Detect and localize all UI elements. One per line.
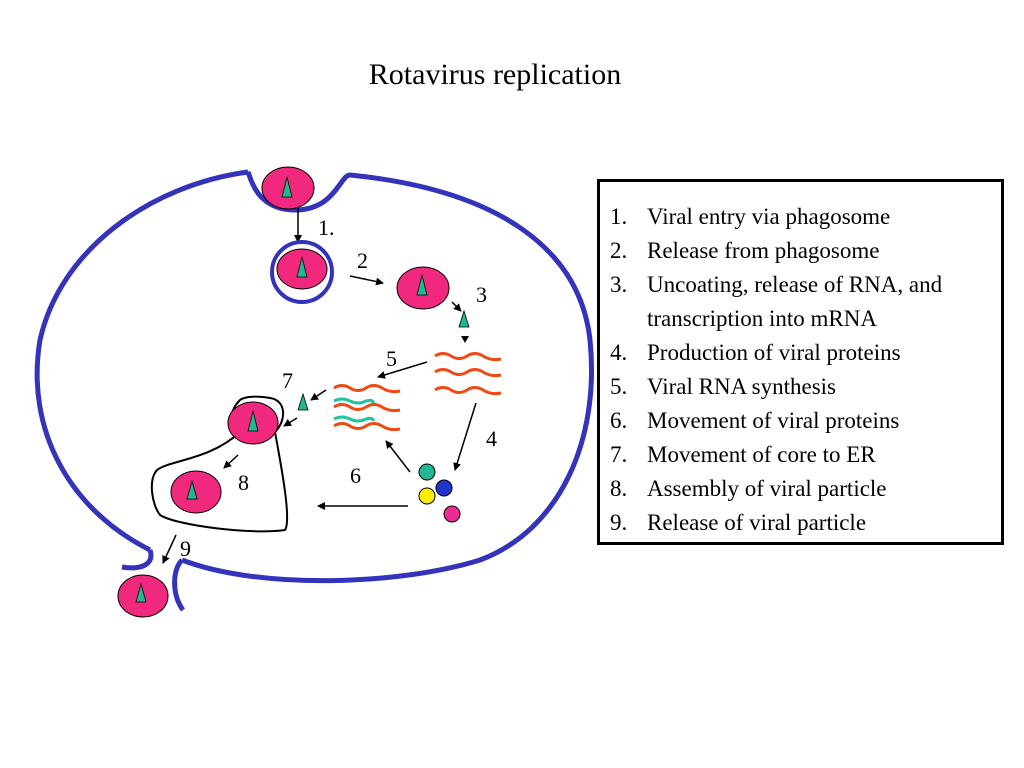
diagram-title: Rotavirus replication xyxy=(368,58,622,91)
legend-item-number: 4. xyxy=(610,340,628,365)
step-label-2: 2 xyxy=(357,248,368,273)
virion-released xyxy=(396,266,450,310)
legend-item-number: 5. xyxy=(610,374,628,399)
legend-item-number: 3. xyxy=(610,272,628,297)
rna-synthesis xyxy=(333,384,401,432)
step-label-5: 5 xyxy=(386,346,397,371)
arrow-step-4 xyxy=(453,402,477,471)
legend-item: 4. Production of viral proteins xyxy=(610,336,1001,370)
mrna-strands xyxy=(434,352,502,396)
step-label-1: 1. xyxy=(318,215,335,240)
legend-item: 8. Assembly of viral particle xyxy=(610,472,1001,506)
legend-item-text: Release of viral particle xyxy=(647,510,867,535)
endoplasmic-reticulum xyxy=(150,395,289,533)
viral-proteins xyxy=(418,463,461,523)
legend-item-text: Movement of viral proteins xyxy=(647,408,900,433)
legend-item-number: 1. xyxy=(610,204,628,229)
arrow-head-step-3b xyxy=(461,336,469,343)
legend-item-number: 8. xyxy=(610,476,628,501)
legend-item-text: Release from phagosome xyxy=(647,238,880,263)
viral-core xyxy=(458,309,470,328)
step-label-8: 8 xyxy=(238,470,249,495)
arrow-step-7a xyxy=(310,389,327,401)
legend-list: 1. Viral entry via phagosome 2. Release fro… xyxy=(600,182,1001,540)
legend-item-text: Uncoating, release of RNA, and transcrip… xyxy=(647,272,943,331)
arrow-step-3 xyxy=(451,301,462,312)
legend-item-text: Production of viral proteins xyxy=(647,340,901,365)
legend-item: 1. Viral entry via phagosome xyxy=(610,200,1001,234)
virion-released-outside xyxy=(117,574,169,618)
legend-item-number: 9. xyxy=(610,510,628,535)
step-label-3: 3 xyxy=(476,282,487,307)
arrow-step-8 xyxy=(223,454,239,469)
legend-item-number: 2. xyxy=(610,238,628,263)
step-label-4: 4 xyxy=(486,426,497,451)
virion-entering xyxy=(261,166,315,210)
legend-item-text: Viral RNA synthesis xyxy=(647,374,837,399)
legend-item: 2. Release from phagosome xyxy=(610,234,1001,268)
legend-item: 7. Movement of core to ER xyxy=(610,438,1001,472)
arrow-step-9 xyxy=(162,534,177,564)
virion-assembled xyxy=(170,470,222,514)
step-label-6: 6 xyxy=(350,463,361,488)
step-label-9: 9 xyxy=(180,536,191,561)
legend-item-text: Movement of core to ER xyxy=(647,442,876,467)
legend-item: 5. Viral RNA synthesis xyxy=(610,370,1001,404)
arrow-step-5 xyxy=(377,361,428,379)
legend-item: 3. Uncoating, release of RNA, and transcr… xyxy=(610,268,1001,336)
legend-item-number: 6. xyxy=(610,408,628,433)
cell-membrane xyxy=(34,169,594,584)
arrow-step-7b xyxy=(283,417,298,427)
arrow-step-6-up xyxy=(385,440,411,473)
legend-item-text: Assembly of viral particle xyxy=(647,476,887,501)
legend-item: 6. Movement of viral proteins xyxy=(610,404,1001,438)
virion-at-er xyxy=(227,401,279,445)
phagosome xyxy=(270,240,334,304)
membrane-exit-lip-right xyxy=(172,558,186,612)
membrane-exit-lip-left xyxy=(121,549,154,571)
legend-item-number: 7. xyxy=(610,442,628,467)
arrow-step-2 xyxy=(349,275,384,286)
steps-legend: 1. Viral entry via phagosome 2. Release fro… xyxy=(597,179,1004,545)
legend-item-text: Viral entry via phagosome xyxy=(647,204,891,229)
legend-item: 9. Release of viral particle xyxy=(610,506,1001,540)
step-label-7: 7 xyxy=(282,368,293,393)
core-to-er xyxy=(297,392,309,411)
